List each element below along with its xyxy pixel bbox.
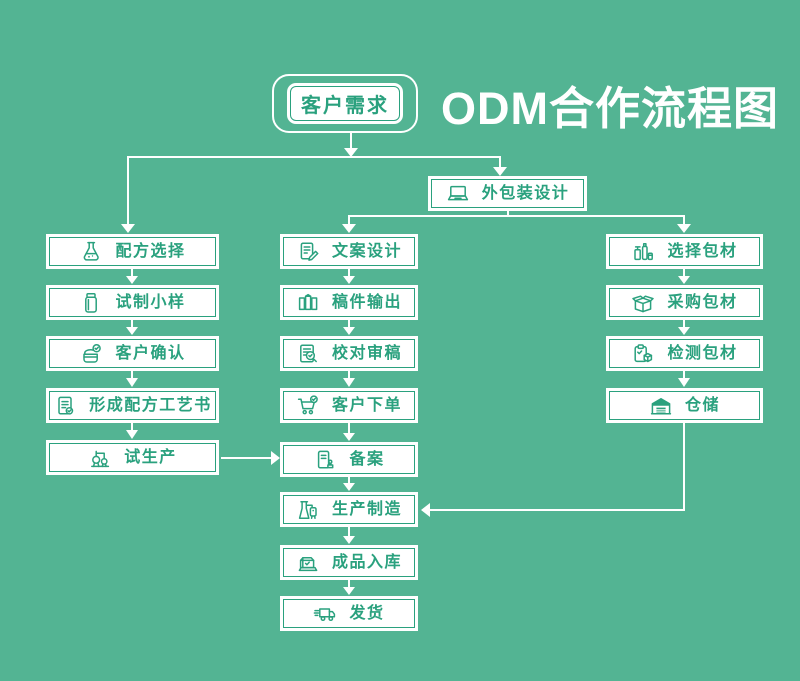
node-trial-sample: 试制小样	[46, 285, 219, 320]
node-purchase-packaging-material: 采购包材	[606, 285, 763, 320]
node-label: 检测包材	[667, 344, 738, 362]
node-label: 采购包材	[667, 293, 738, 311]
node-filing: 备案	[280, 442, 418, 477]
flask-icon	[79, 240, 103, 264]
node-label: 稿件输出	[331, 293, 402, 311]
node-packaging-design: 外包装设计	[428, 176, 587, 211]
node-label: 校对审稿	[331, 344, 402, 362]
laptop-icon	[446, 182, 470, 206]
page-title: ODM合作流程图	[441, 83, 779, 134]
stocked-box-check-icon	[296, 551, 320, 575]
production-tanks-icon	[296, 498, 320, 522]
node-label: 外包装设计	[481, 184, 570, 202]
pilot-production-machine-icon	[88, 446, 112, 470]
document-pen-icon	[296, 240, 320, 264]
node-label: 形成配方工艺书	[89, 396, 212, 414]
node-label: 备案	[349, 450, 385, 468]
node-manufacturing: 生产制造	[280, 492, 418, 527]
node-proofreading: 校对审稿	[280, 336, 418, 371]
start-node-outline	[272, 74, 418, 133]
document-magnifier-icon	[296, 342, 320, 366]
node-label: 生产制造	[331, 500, 402, 518]
node-pilot-production: 试生产	[46, 440, 219, 475]
start-node-label: 客户需求	[301, 95, 389, 117]
start-node-customer-demand: 客户需求	[287, 83, 403, 124]
node-warehousing: 仓储	[606, 388, 763, 423]
formula-document-check-icon	[53, 394, 77, 418]
node-label: 试制小样	[115, 293, 186, 311]
open-purchase-box-icon	[631, 291, 655, 315]
node-label: 配方选择	[115, 242, 186, 260]
node-label: 仓储	[684, 396, 720, 414]
node-customer-confirmation: 客户确认	[46, 336, 219, 371]
node-label: 客户下单	[331, 396, 402, 414]
node-shipping: 发货	[280, 596, 418, 631]
connector-warehouse-to-manufacture	[430, 423, 685, 511]
warehouse-icon	[649, 394, 673, 418]
inspect-clipboard-cube-icon	[631, 342, 655, 366]
node-finished-goods-storage: 成品入库	[280, 545, 418, 580]
node-label: 客户确认	[115, 344, 186, 362]
node-label: 发货	[349, 604, 385, 622]
node-customer-order: 客户下单	[280, 388, 418, 423]
node-copy-design: 文案设计	[280, 234, 418, 269]
node-label: 选择包材	[667, 242, 738, 260]
document-stamp-icon	[313, 448, 337, 472]
carton-drafts-icon	[296, 291, 320, 315]
cream-jar-check-icon	[79, 342, 103, 366]
node-label: 成品入库	[331, 553, 402, 571]
node-formula-process-document: 形成配方工艺书	[46, 388, 219, 423]
arrowheads	[121, 148, 691, 595]
packaging-bottles-icon	[631, 240, 655, 264]
delivery-truck-icon	[313, 602, 337, 626]
node-label: 试生产	[124, 448, 177, 466]
sample-jar-icon	[79, 291, 103, 315]
node-inspect-packaging-material: 检测包材	[606, 336, 763, 371]
cart-check-icon	[296, 394, 320, 418]
node-formula-selection: 配方选择	[46, 234, 219, 269]
node-draft-output: 稿件输出	[280, 285, 418, 320]
node-select-packaging-material: 选择包材	[606, 234, 763, 269]
node-label: 文案设计	[331, 242, 402, 260]
